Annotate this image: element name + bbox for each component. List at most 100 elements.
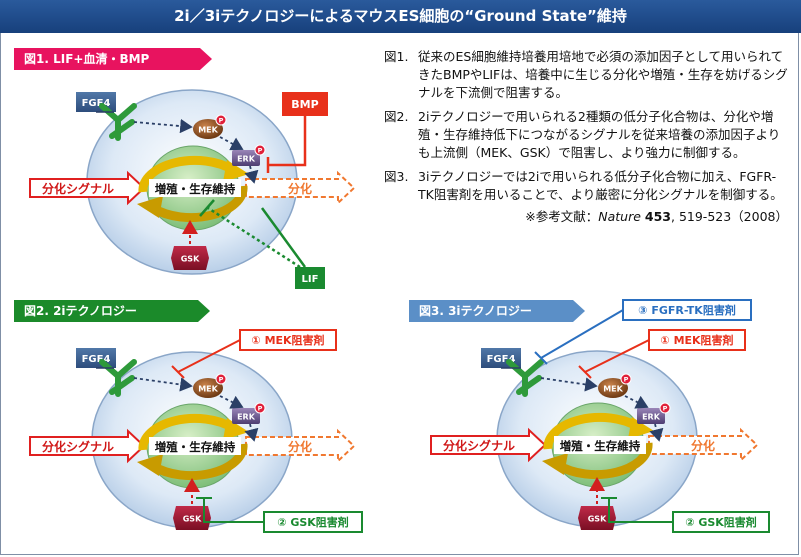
reference: ※参考文献：Nature 453, 519-523（2008） xyxy=(525,209,788,224)
mek-p-label: P xyxy=(624,376,629,384)
bmp-inhibit-line xyxy=(268,116,307,167)
mek-node xyxy=(598,378,628,398)
differentiation-signal-label: 分化シグナル xyxy=(42,439,114,454)
erk-node xyxy=(232,150,260,166)
fgf-receptor-icon xyxy=(99,103,137,141)
erk-phospho-badge xyxy=(659,402,671,414)
fgf-receptor-icon xyxy=(506,359,544,397)
cycle-arrow-top xyxy=(138,413,236,451)
differentiation-label: 分化 xyxy=(691,438,715,453)
gsk-inhibitor-line xyxy=(608,498,673,523)
figure-1-diagram: 分化シグナル分化増殖・生存維持FGF4MEKPERKPGSKBMPLIF xyxy=(29,89,356,289)
lif-inhibit-line-2 xyxy=(207,206,301,269)
mek-label: MEK xyxy=(198,126,218,135)
erk-node xyxy=(232,408,260,424)
mek-inhibitor-label: ① MEK阻害剤 xyxy=(660,333,733,347)
fgfr-inhibitor-label: ③ FGFR-TK阻害剤 xyxy=(638,303,736,317)
mek-label: MEK xyxy=(198,385,218,394)
lif-box xyxy=(295,267,325,289)
mek-p-label: P xyxy=(219,117,224,125)
erk-to-diff-arrow xyxy=(649,423,664,442)
erk-to-diff-arrow xyxy=(244,165,259,184)
cycle-arrow-bottom xyxy=(150,185,248,223)
gsk-label: GSK xyxy=(588,515,607,524)
bmp-box xyxy=(282,92,328,116)
erk-to-diff-arrow xyxy=(244,423,259,442)
mek-label: MEK xyxy=(603,385,623,394)
lif-inhibit-bar xyxy=(199,199,215,217)
fgf4-label: FGF4 xyxy=(487,354,516,365)
differentiation-signal-label: 分化シグナル xyxy=(443,438,515,453)
gsk-inhibitor-line xyxy=(203,498,264,523)
mek-to-erk-arrow xyxy=(624,395,649,409)
mek-to-erk-arrow xyxy=(219,395,244,409)
figure-1-label: 図1. LIF+血清・BMP xyxy=(14,48,212,70)
figure-2-diagram: 分化シグナル分化増殖・生存維持FGF4MEKPERKPGSK① MEK阻害剤② … xyxy=(29,329,363,533)
differentiation-arrow xyxy=(245,170,356,206)
mek-p-label: P xyxy=(219,376,224,384)
mek-node xyxy=(193,378,223,398)
erk-label: ERK xyxy=(237,155,256,164)
cycle-arrow-top xyxy=(138,155,236,193)
fgfr-inhibitor-bar xyxy=(534,351,548,365)
cycle-arrow-top xyxy=(543,412,641,450)
fgf-receptor-icon xyxy=(99,359,137,397)
differentiation-signal-label: 分化シグナル xyxy=(42,181,114,196)
figure-2-label: 図2. 2iテクノロジー xyxy=(14,300,210,322)
maintain-label-bg xyxy=(149,437,241,455)
mek-inhibitor-label: ① MEK阻害剤 xyxy=(251,333,324,347)
maintain-label: 増殖・生存維持 xyxy=(155,182,236,196)
mek-node xyxy=(193,119,223,139)
gsk-label: GSK xyxy=(183,515,202,524)
lif-label: LIF xyxy=(302,274,319,285)
lif-inhibit-line-1 xyxy=(260,207,307,268)
differentiation-arrow xyxy=(245,428,356,464)
cycle-arrow-bottom xyxy=(150,443,248,481)
mek-phospho-badge xyxy=(620,373,632,385)
cycle-arrow-bottom xyxy=(555,442,653,480)
maintain-label: 増殖・生存維持 xyxy=(155,440,236,454)
note-1: 図1.従来のES細胞維持培養用培地で必須の添加因子として用いられてきたBMPやL… xyxy=(384,49,788,100)
differentiation-signal-arrow xyxy=(29,428,146,464)
gsk-node xyxy=(171,246,209,270)
erk-label: ERK xyxy=(237,413,256,422)
note-2: 図2.2iテクノロジーで用いられる2種類の低分子化合物は、分化や増殖・生存維持低… xyxy=(384,109,781,160)
cycle-arrowhead-bottom xyxy=(137,196,163,218)
mek-to-erk-arrow xyxy=(219,136,244,151)
mek-inhibitor-bar xyxy=(578,365,592,379)
mek-inhibitor-line xyxy=(584,339,650,373)
erk-phospho-badge xyxy=(254,402,266,414)
cycle-arrowhead-bottom xyxy=(137,454,163,476)
gsk-label: GSK xyxy=(181,255,200,264)
mek-phospho-badge xyxy=(215,114,227,126)
gsk-inhibitor-label: ② GSK阻害剤 xyxy=(685,515,757,529)
differentiation-arrow xyxy=(648,427,759,463)
gsk-node xyxy=(173,506,211,530)
note-3: 図3.3iテクノロジーでは2iで用いられる低分子化合物に加え、FGFR-TK阻害… xyxy=(384,169,783,202)
erk-node xyxy=(637,408,665,424)
fgf4-label: FGF4 xyxy=(82,98,111,109)
differentiation-label: 分化 xyxy=(288,439,312,454)
figure-3-diagram: 分化シグナル分化増殖・生存維持FGF4MEKPERKPGSK③ FGFR-TK阻… xyxy=(430,299,770,533)
cycle-arrowhead-top xyxy=(628,417,654,439)
differentiation-label: 分化 xyxy=(288,181,312,196)
fgfr-inhibitor-line xyxy=(540,309,624,359)
fgf4-label: FGF4 xyxy=(82,354,111,365)
differentiation-signal-arrow xyxy=(430,427,547,463)
erk-p-label: P xyxy=(663,405,668,413)
cycle-arrowhead-bottom xyxy=(542,453,568,475)
mek-inhibitor-bar xyxy=(171,365,185,379)
gsk-inhibitor-label: ② GSK阻害剤 xyxy=(277,515,349,529)
mek-inhibitor-line xyxy=(177,339,241,373)
bmp-label: BMP xyxy=(291,98,318,111)
page-title: 2i／3iテクノロジーによるマウスES細胞の“Ground State”維持 xyxy=(0,0,801,33)
cycle-arrowhead-top xyxy=(223,418,249,440)
erk-p-label: P xyxy=(258,405,263,413)
figure-3-label: 図3. 3iテクノロジー xyxy=(409,300,585,322)
erk-phospho-badge xyxy=(254,144,266,156)
maintain-label-bg xyxy=(149,179,241,197)
erk-label: ERK xyxy=(642,413,661,422)
cycle-arrowhead-top xyxy=(223,160,249,182)
maintain-label: 増殖・生存維持 xyxy=(560,439,641,453)
differentiation-signal-arrow xyxy=(29,170,146,206)
